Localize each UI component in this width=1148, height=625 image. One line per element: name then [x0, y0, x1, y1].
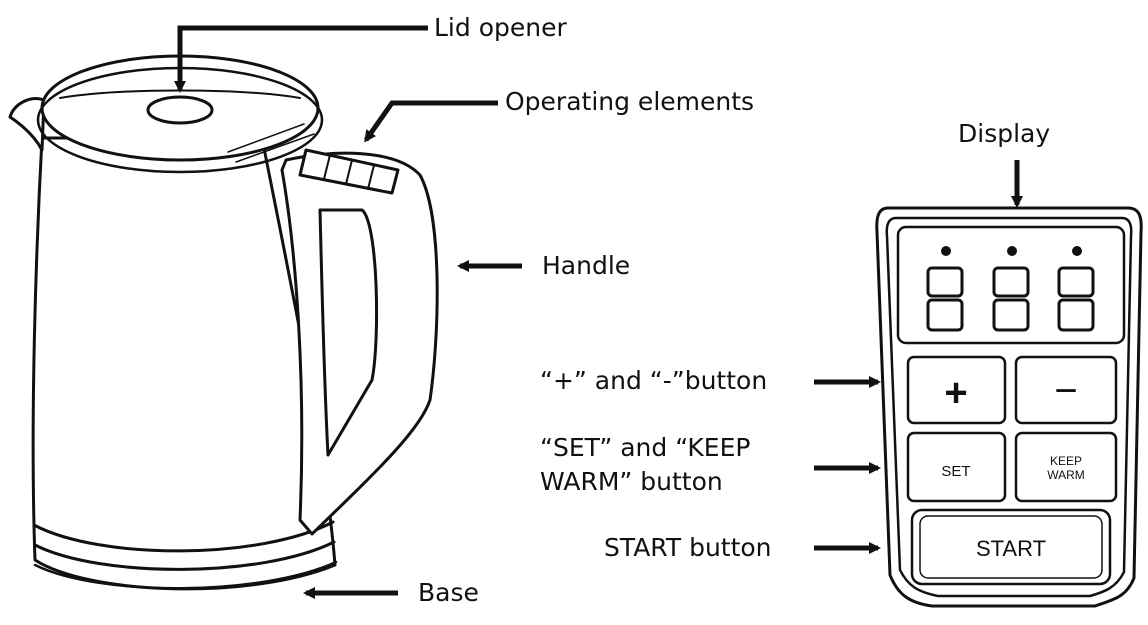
label-start-button: START button: [604, 533, 772, 562]
keep-warm-label-line2: WARM: [1047, 468, 1085, 482]
lid-opener-button: [146, 95, 214, 125]
minus-button-label: −: [1054, 369, 1077, 413]
display-dot-2: [1007, 246, 1017, 256]
kettle: [8, 54, 439, 591]
label-set-keep-warm-line2: WARM” button: [540, 467, 723, 496]
kettle-spout: [8, 97, 46, 152]
control-panel: + − SET KEEP WARM START: [875, 206, 1143, 608]
start-button-label: START: [976, 536, 1046, 561]
label-lid-opener: Lid opener: [434, 13, 567, 42]
minus-button[interactable]: [1014, 355, 1118, 425]
label-base: Base: [418, 578, 479, 607]
display-dot-1: [941, 246, 951, 256]
display-digits: [926, 246, 1095, 332]
keep-warm-label-line1: KEEP: [1050, 454, 1082, 468]
label-operating-elements: Operating elements: [505, 87, 755, 116]
leader-arrows: [174, 25, 1023, 599]
label-set-keep-warm-line1: “SET” and “KEEP: [540, 433, 751, 462]
display-digit-3: [1057, 266, 1095, 332]
label-handle: Handle: [542, 251, 631, 280]
plus-button[interactable]: [906, 355, 1007, 425]
display-digit-1: [926, 266, 964, 332]
set-button-label: SET: [941, 463, 970, 480]
label-plus-minus: “+” and “-”button: [540, 366, 768, 395]
display-digit-2: [992, 266, 1030, 332]
display-screen: [896, 225, 1126, 345]
arrow-operating-elements: [363, 100, 498, 143]
display-dot-3: [1072, 246, 1082, 256]
plus-button-label: +: [944, 371, 967, 415]
set-button[interactable]: [906, 431, 1007, 503]
kettle-base-band: [32, 520, 335, 553]
keep-warm-button[interactable]: [1014, 431, 1118, 503]
label-display: Display: [958, 119, 1051, 148]
arrow-lid-opener: [174, 25, 428, 93]
start-button[interactable]: [910, 508, 1112, 586]
